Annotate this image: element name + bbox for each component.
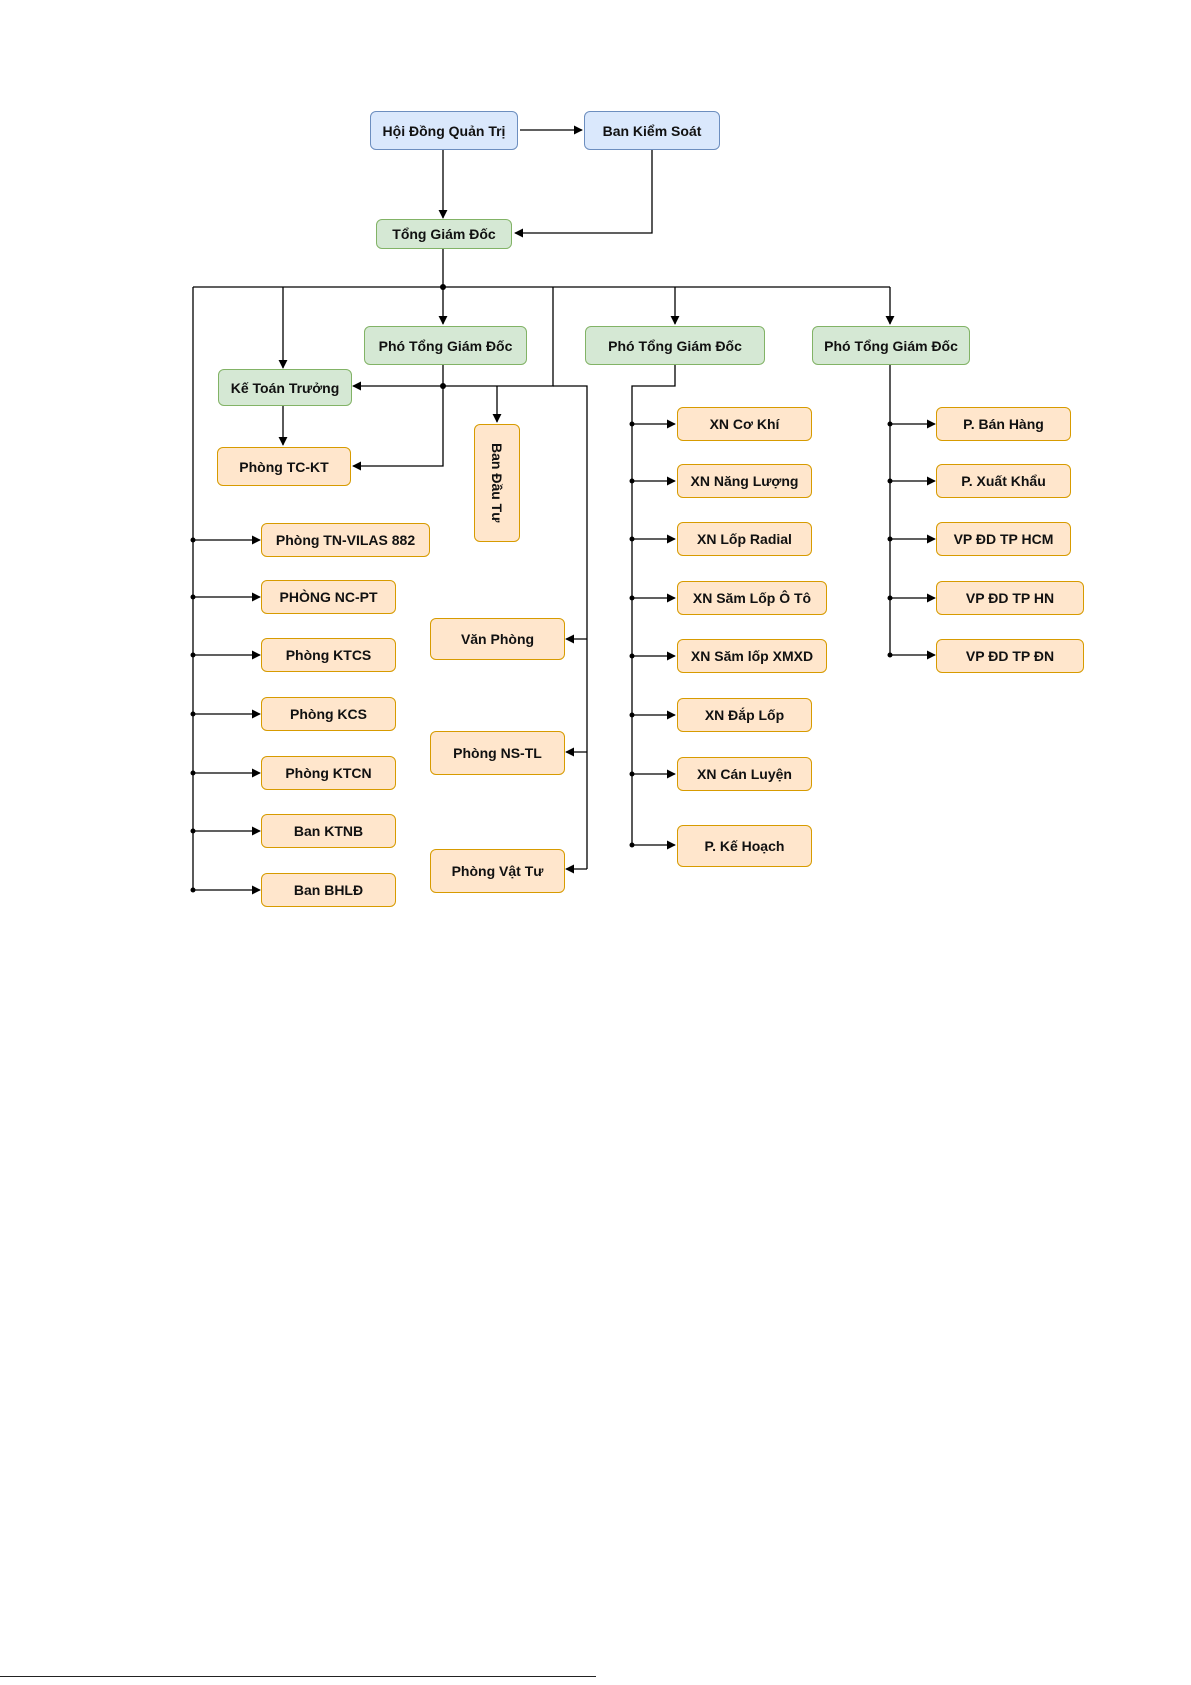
junction-dot	[629, 421, 635, 427]
junction-dot	[629, 771, 635, 777]
factory-trunk	[631, 365, 676, 845]
sales-item-2: VP ĐD TP HCM	[936, 522, 1071, 556]
middle-item-0: Văn Phòng	[430, 618, 565, 660]
left-item-6: Ban BHLĐ	[261, 873, 396, 907]
junction-dot	[629, 712, 635, 718]
factory-item-3: XN Săm Lốp Ô Tô	[677, 581, 827, 615]
edge-supervisory-ceo	[514, 150, 653, 238]
junction-dot	[629, 653, 635, 659]
node-deputy-2: Phó Tổng Giám Đốc	[585, 326, 765, 365]
sales-item-0: P. Bán Hàng	[936, 407, 1071, 441]
junction-dot	[190, 711, 196, 717]
junction-dot	[629, 842, 635, 848]
node-board: Hội Đồng Quản Trị	[370, 111, 518, 150]
factory-item-6: XN Cán Luyện	[677, 757, 812, 791]
factory-item-5: XN Đắp Lốp	[677, 698, 812, 732]
junction-dot	[190, 537, 196, 543]
left-item-5: Ban KTNB	[261, 814, 396, 848]
junction-dot	[629, 595, 635, 601]
left-item-4: Phòng KTCN	[261, 756, 396, 790]
factory-item-7: P. Kế Hoạch	[677, 825, 812, 867]
junction-dot	[887, 536, 893, 542]
node-deputy-1: Phó Tổng Giám Đốc	[364, 326, 527, 365]
factory-item-2: XN Lốp Radial	[677, 522, 812, 556]
junction-dot	[440, 383, 446, 389]
junction-dot	[629, 536, 635, 542]
junction-dot	[190, 594, 196, 600]
junction-dot	[887, 652, 893, 658]
left-item-0: Phòng TN-VILAS 882	[261, 523, 430, 557]
sales-item-4: VP ĐD TP ĐN	[936, 639, 1084, 673]
junction-dot	[190, 770, 196, 776]
junction-dot	[887, 421, 893, 427]
factory-item-4: XN Săm lốp XMXD	[677, 639, 827, 673]
footnote-separator	[0, 1676, 596, 1677]
middle-trunk	[553, 385, 588, 869]
junction-dot	[190, 828, 196, 834]
node-deputy-3: Phó Tổng Giám Đốc	[812, 326, 970, 365]
node-ceo: Tổng Giám Đốc	[376, 219, 512, 249]
middle-item-1: Phòng NS-TL	[430, 731, 565, 775]
junction-dot	[190, 887, 196, 893]
sales-item-1: P. Xuất Khẩu	[936, 464, 1071, 498]
junction-dot	[629, 478, 635, 484]
junction-dot	[190, 652, 196, 658]
left-item-2: Phòng KTCS	[261, 638, 396, 672]
junction-dot	[887, 595, 893, 601]
middle-item-2: Phòng Vật Tư	[430, 849, 565, 893]
node-chief-accountant: Kế Toán Trưởng	[218, 369, 352, 406]
edge-deputy1-trunk	[352, 365, 444, 471]
factory-item-1: XN Năng Lượng	[677, 464, 812, 498]
junction-dot	[440, 284, 446, 290]
sales-item-3: VP ĐD TP HN	[936, 581, 1084, 615]
left-item-1: PHÒNG NC-PT	[261, 580, 396, 614]
node-investment-board: Ban Đầu Tư	[474, 424, 520, 542]
factory-item-0: XN Cơ Khí	[677, 407, 812, 441]
junction-dot	[887, 478, 893, 484]
node-supervisory: Ban Kiểm Soát	[584, 111, 720, 150]
node-finance-dept: Phòng TC-KT	[217, 447, 351, 486]
left-item-3: Phòng KCS	[261, 697, 396, 731]
